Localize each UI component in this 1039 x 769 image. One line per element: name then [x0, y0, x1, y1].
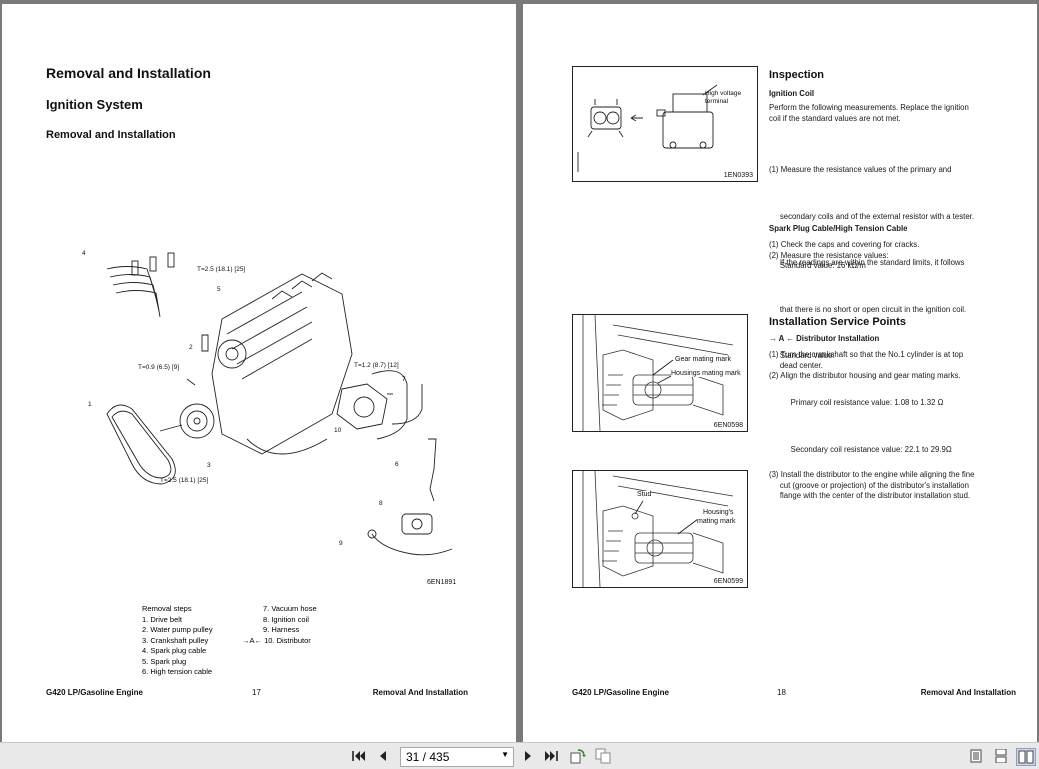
chevron-down-icon: ▼	[501, 750, 509, 759]
footer-right: Removal And Installation	[920, 688, 1016, 697]
removal-steps-col2: 7. Vacuum hose 8. Ignition coil 9. Harne…	[242, 604, 317, 646]
text-line: (1) Check the caps and covering for crac…	[769, 240, 920, 249]
next-page-icon[interactable]	[520, 748, 536, 764]
ignition-coil-title: Ignition Coil	[769, 89, 815, 98]
list-item: →A← 10. Distributor	[242, 635, 311, 645]
mating-mark-label: mating mark	[697, 518, 736, 525]
ignition-coil-steps: (1) Measure the resistance values of the…	[769, 129, 974, 491]
text-line: that there is no short or open circuit i…	[769, 304, 967, 314]
text-line: Standard value: 16 kΩ/m	[769, 261, 866, 271]
installation-service-title: Installation Service Points	[769, 316, 906, 328]
svg-text:8: 8	[379, 500, 383, 507]
removal-steps-col1: Removal steps 1. Drive belt 2. Water pum…	[142, 604, 213, 678]
figure-ignition-coil: High voltage terminal 1EN0393	[572, 66, 758, 182]
svg-text:High voltage: High voltage	[705, 90, 742, 97]
housing-label: Housing's	[703, 509, 734, 516]
list-item: 4. Spark plug cable	[142, 646, 207, 655]
figure-distributor-stud: Stud Housing's mating mark 6EN0599	[572, 470, 748, 588]
text-line: Standard value:	[769, 351, 835, 361]
distributor-installation-title: → A ← Distributor Installation	[769, 334, 880, 343]
svg-text:2: 2	[189, 344, 193, 351]
subsection-title: Removal and Installation	[46, 129, 176, 141]
figure-code: 1EN0393	[723, 172, 753, 179]
page-18: High voltage terminal 1EN0393 Inspection…	[523, 4, 1037, 742]
continuous-view-icon[interactable]	[993, 748, 1009, 764]
text-line: (2) Align the distributor housing and ge…	[769, 371, 961, 381]
spark-plug-cable-title: Spark Plug Cable/High Tension Cable	[769, 224, 908, 233]
svg-text:T=0.9 (6.5) [9]: T=0.9 (6.5) [9]	[138, 364, 179, 371]
text-line: (1) Turn the crankshaft so that the No.1…	[769, 350, 964, 359]
figure-distributor-marks: Gear mating mark Housings mating mark 6E…	[572, 314, 748, 432]
list-item: 2. Water pump pulley	[142, 625, 213, 634]
list-item: 1. Drive belt	[142, 614, 183, 624]
footer-left: G420 LP/Gasoline Engine	[572, 688, 669, 697]
housing-mating-mark-label: Housings mating mark	[671, 370, 741, 377]
footer-left: G420 LP/Gasoline Engine	[46, 688, 143, 697]
list-item: 6. High tension cable	[142, 667, 213, 676]
text-line: secondary coils and of the external resi…	[769, 211, 974, 221]
stud-label: Stud	[637, 491, 652, 498]
section-title: Ignition System	[46, 97, 143, 112]
figure-code: 6EN0598	[713, 422, 743, 429]
document-viewer[interactable]: Removal and Installation Ignition System…	[0, 0, 1039, 742]
svg-text:1: 1	[88, 401, 92, 408]
distributor-steps: (1) Turn the crankshaft so that the No.1…	[769, 350, 963, 382]
spark-plug-cable-steps: (1) Check the caps and covering for crac…	[769, 240, 919, 272]
distributor-drawing	[582, 314, 734, 432]
text-line: (3) Install the distributor to the engin…	[769, 470, 975, 479]
page-title: Removal and Installation	[46, 65, 211, 81]
svg-text:T=2.5 (18.1) [25]: T=2.5 (18.1) [25]	[160, 477, 208, 484]
figure-code-6en1891: 6EN1891	[427, 579, 456, 586]
page-17: Removal and Installation Ignition System…	[2, 4, 516, 742]
text-line: Primary coil resistance value: 1.08 to 1…	[769, 397, 944, 407]
distributor-step-3: (3) Install the distributor to the engin…	[769, 470, 974, 502]
inspection-title: Inspection	[769, 69, 825, 81]
text-line: coil if the standard values are not met.	[769, 113, 901, 123]
svg-text:10: 10	[334, 427, 342, 434]
svg-text:T=2.5 (18.1) [25]: T=2.5 (18.1) [25]	[197, 266, 245, 273]
gear-mating-mark-label: Gear mating mark	[675, 356, 732, 363]
text-line: Secondary coil resistance value: 22.1 to…	[769, 444, 952, 454]
copy-page-icon[interactable]	[595, 748, 611, 764]
ignition-coil-drawing: High voltage terminal	[577, 84, 742, 172]
svg-text:4: 4	[82, 250, 86, 257]
svg-text:terminal: terminal	[705, 98, 729, 105]
svg-text:5: 5	[217, 286, 221, 293]
page-number-select[interactable]: 31 / 435 ▼	[400, 747, 514, 767]
svg-text:3: 3	[207, 462, 211, 469]
list-item: 7. Vacuum hose	[263, 604, 317, 613]
navigation-toolbar: 31 / 435 ▼	[0, 742, 1039, 769]
text-line: If the readings are within the standard …	[769, 258, 965, 268]
list-item: 8. Ignition coil	[263, 614, 309, 624]
distributor-stud-drawing	[582, 470, 734, 588]
svg-text:6: 6	[395, 461, 399, 468]
list-item: 9. Harness	[263, 625, 300, 634]
list-item: 5. Spark plug	[142, 656, 187, 666]
text-line: flange with the center of the distributo…	[769, 491, 971, 501]
text-line: Perform the following measurements. Repl…	[769, 103, 969, 112]
rotate-icon[interactable]	[570, 748, 586, 764]
list-item: 3. Crankshaft pulley	[142, 635, 209, 645]
svg-text:7: 7	[402, 376, 406, 383]
footer-page-number: 17	[252, 688, 261, 697]
svg-text:T=1.2 (8.7) [12]: T=1.2 (8.7) [12]	[354, 362, 399, 369]
svg-text:9: 9	[339, 540, 343, 547]
text-line: (1) Measure the resistance values of the…	[769, 165, 952, 174]
page-indicator: 31 / 435	[406, 750, 450, 764]
engine-exploded-diagram: 4 T=2.5 (18.1) [25] 5 2 T=0.9 (6.5) [9] …	[82, 250, 456, 586]
ignition-coil-intro: Perform the following measurements. Repl…	[769, 103, 969, 124]
last-page-icon[interactable]	[543, 748, 559, 764]
footer-right: Removal And Installation	[372, 688, 468, 697]
first-page-icon[interactable]	[351, 748, 367, 764]
prev-page-icon[interactable]	[375, 748, 391, 764]
single-page-view-icon[interactable]	[968, 748, 984, 764]
footer-page-number: 18	[777, 688, 786, 697]
two-page-view-icon[interactable]	[1016, 748, 1036, 766]
figure-code: 6EN0599	[713, 578, 743, 585]
text-line: (2) Measure the resistance values:	[769, 250, 889, 260]
text-line: dead center.	[769, 360, 823, 370]
text-line: cut (groove or projection) of the distri…	[769, 480, 969, 490]
steps-heading: Removal steps	[142, 604, 192, 613]
